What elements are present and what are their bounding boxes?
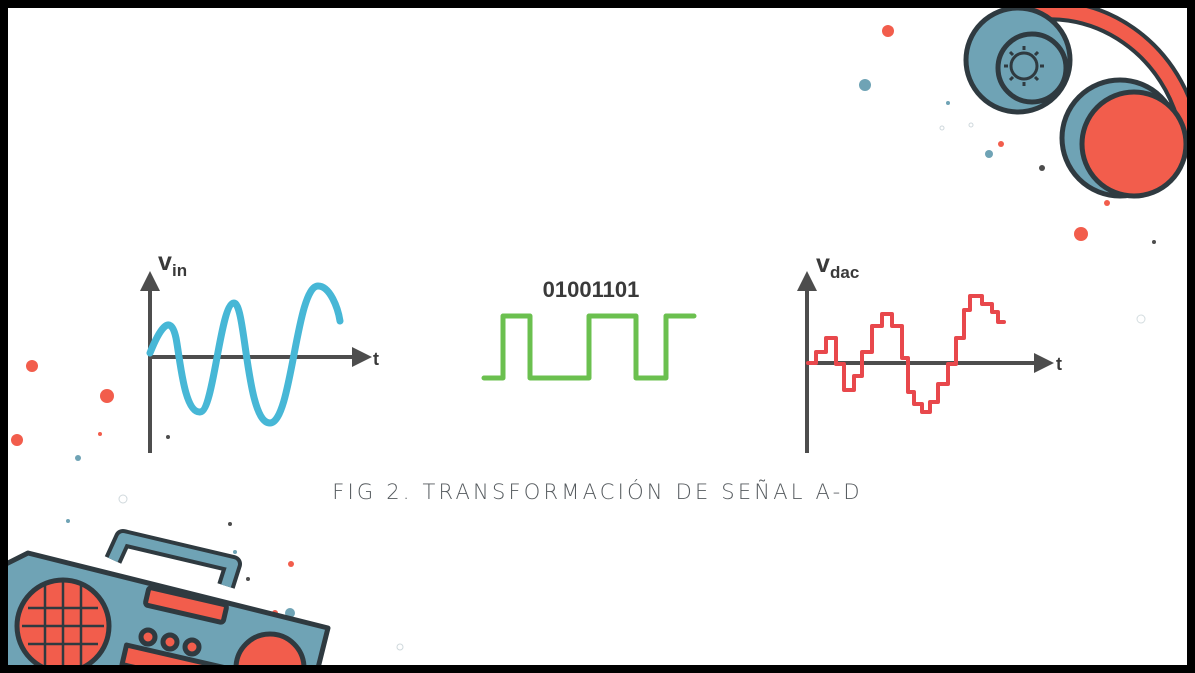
output-time-label: t: [1056, 354, 1062, 374]
input-sine-wave: [146, 282, 344, 427]
input-axis-label-sub: in: [172, 261, 187, 280]
digital-panel: 01001101: [481, 277, 697, 381]
boombox-icon: [8, 529, 331, 665]
input-y-arrow: [140, 271, 160, 291]
input-x-arrow: [352, 347, 372, 367]
diagram: v in t 01001101 v dac t: [8, 8, 1187, 665]
output-y-arrow: [797, 271, 817, 291]
input-time-label: t: [373, 349, 379, 369]
slide: v in t 01001101 v dac t: [8, 8, 1187, 665]
headphones-icon: [963, 8, 1187, 199]
figure-caption: FIG 2. TRANSFORMACIÓN DE SEÑAL A-D: [332, 480, 863, 504]
input-axis-label-v: v: [158, 248, 172, 276]
output-stepped-wave: [806, 294, 1006, 414]
input-panel: v in t: [140, 248, 379, 453]
output-panel: v dac t: [797, 250, 1062, 453]
bits-label: 01001101: [543, 277, 640, 302]
digital-square-wave: [481, 313, 697, 381]
output-axis-label-v: v: [816, 250, 830, 278]
output-x-arrow: [1034, 353, 1054, 373]
output-axis-label-sub: dac: [830, 263, 859, 282]
confetti-dots: [11, 25, 1156, 651]
sun-icon: [1004, 46, 1044, 86]
